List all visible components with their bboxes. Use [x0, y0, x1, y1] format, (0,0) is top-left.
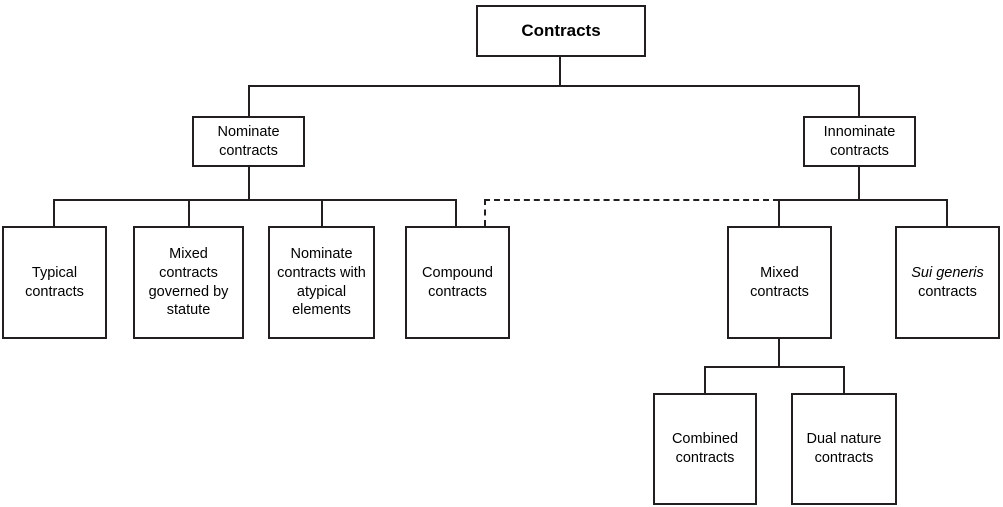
node-sui-generis-contracts[interactable]: Sui generis contracts — [895, 226, 1000, 339]
node-combined-contracts[interactable]: Combined contracts — [653, 393, 757, 505]
edge-to-compound — [455, 199, 457, 226]
text-line: Compound — [422, 264, 493, 281]
edge-compound-to-innominate-dashed — [484, 199, 779, 201]
text-line: Typical — [31, 264, 78, 281]
edge-nominate-stem — [248, 167, 250, 199]
text-line: contracts — [830, 142, 889, 159]
text-line: contracts — [428, 283, 487, 300]
edge-nominate-children-bar — [53, 199, 457, 201]
node-nominate-contracts-label: Nominate contracts — [197, 123, 300, 160]
node-mixed-contracts-innominate[interactable]: Mixed contracts — [727, 226, 832, 339]
text-line: contracts — [675, 450, 735, 466]
edge-level1-bar — [249, 85, 860, 87]
node-sui-generis-contracts-label: Sui generis contracts — [900, 264, 995, 301]
edge-innominate-stem — [858, 167, 860, 199]
text-line: contracts — [219, 142, 278, 159]
text-line: Nominate — [290, 246, 353, 263]
edge-to-combined — [704, 366, 706, 393]
text-line: Innominate — [823, 123, 896, 140]
edge-to-sui-generis — [946, 199, 948, 226]
node-compound-contracts-label: Compound contracts — [410, 264, 505, 301]
edge-to-typical — [53, 199, 55, 226]
edge-root-stem — [559, 57, 561, 86]
node-mixed-contracts-innominate-label: Mixed contracts — [732, 264, 827, 301]
node-innominate-contracts[interactable]: Innominate contracts — [803, 116, 916, 167]
node-compound-contracts[interactable]: Compound contracts — [405, 226, 510, 339]
edge-to-mixed-statute — [188, 199, 190, 226]
text-line: contracts — [814, 450, 874, 466]
text-line: Mixed contracts — [750, 264, 809, 300]
edge-to-mixed-innominate — [778, 199, 780, 226]
text-line: statute — [166, 302, 211, 319]
text-line: governed by — [148, 283, 229, 300]
edge-innominate-children-bar — [778, 199, 948, 201]
text-line: contracts — [25, 283, 84, 300]
text-line: contracts with — [277, 264, 366, 281]
edge-to-dual-nature — [843, 366, 845, 393]
text-line: elements — [292, 302, 351, 319]
edge-to-nominate — [248, 85, 250, 116]
text-line: contracts — [918, 283, 977, 300]
edge-to-innominate — [858, 85, 860, 116]
node-combined-contracts-label: Combined contracts — [658, 430, 752, 467]
text-line: Nominate — [217, 123, 280, 140]
node-innominate-contracts-label: Innominate contracts — [808, 123, 911, 160]
node-mixed-contracts-governed-by-statute-label: Mixed contracts governed by statute — [138, 245, 239, 319]
edge-mixed-innominate-stem — [778, 339, 780, 367]
text-line-italic: Sui generis — [911, 264, 984, 281]
node-mixed-contracts-governed-by-statute[interactable]: Mixed contracts governed by statute — [133, 226, 244, 339]
node-typical-contracts-label: Typical contracts — [7, 264, 102, 301]
text-line: Combined — [671, 431, 739, 448]
node-nominate-contracts-with-atypical-elements-label: Nominate contracts with atypical element… — [273, 245, 370, 319]
node-nominate-contracts-with-atypical-elements[interactable]: Nominate contracts with atypical element… — [268, 226, 375, 339]
node-contracts-root[interactable]: Contracts — [476, 5, 646, 57]
node-typical-contracts[interactable]: Typical contracts — [2, 226, 107, 339]
edge-to-nominate-atypical — [321, 199, 323, 226]
text-line: atypical — [296, 283, 347, 300]
node-dual-nature-contracts-label: Dual nature contracts — [796, 430, 892, 467]
node-nominate-contracts[interactable]: Nominate contracts — [192, 116, 305, 167]
text-line: Mixed contracts — [159, 246, 218, 281]
edge-compound-dashed-stem — [484, 199, 486, 226]
edge-mixed-innominate-children-bar — [704, 366, 845, 368]
node-contracts-root-label: Contracts — [521, 21, 601, 41]
text-line: Dual nature — [806, 431, 882, 448]
node-dual-nature-contracts[interactable]: Dual nature contracts — [791, 393, 897, 505]
